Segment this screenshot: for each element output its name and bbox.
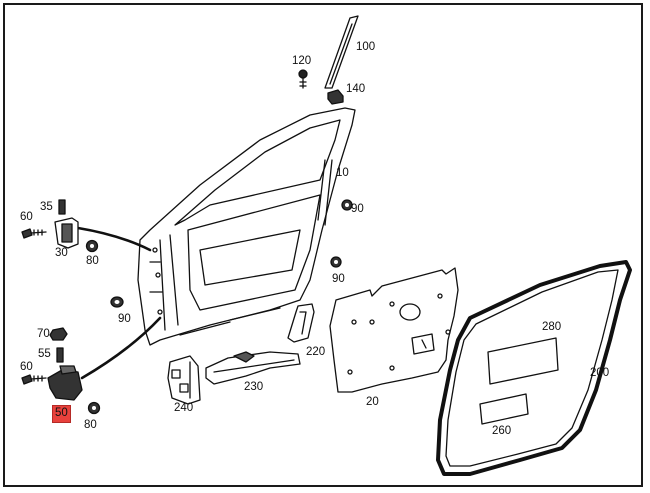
callout-30[interactable]: 30 <box>55 247 68 259</box>
callout-50-highlighted[interactable]: 50 <box>52 405 71 423</box>
callout-10[interactable]: 10 <box>336 167 349 179</box>
callout-90-b[interactable]: 90 <box>332 273 345 285</box>
part-240-bracket[interactable] <box>167 355 201 405</box>
part-80-nut-lower[interactable] <box>87 401 101 415</box>
part-10-door-shell[interactable] <box>137 107 356 346</box>
callout-280[interactable]: 280 <box>542 321 562 333</box>
part-60-bolt-upper[interactable] <box>21 228 47 239</box>
hinge-leader-lines <box>76 226 162 380</box>
part-90-grommet-c[interactable] <box>110 296 124 308</box>
callout-60-lower[interactable]: 60 <box>20 361 33 373</box>
callout-100[interactable]: 100 <box>356 41 376 53</box>
callout-90-a[interactable]: 90 <box>351 203 364 215</box>
part-230-rail[interactable] <box>205 351 301 385</box>
callout-120[interactable]: 120 <box>292 55 312 67</box>
callout-140[interactable]: 140 <box>346 83 366 95</box>
part-90-grommet-b[interactable] <box>330 256 342 268</box>
part-60-bolt-lower[interactable] <box>21 374 47 385</box>
callout-70[interactable]: 70 <box>37 328 50 340</box>
callout-90-c[interactable]: 90 <box>118 313 131 325</box>
part-55-pin[interactable] <box>56 347 64 363</box>
part-140-clip[interactable] <box>327 89 344 105</box>
callout-220[interactable]: 220 <box>306 346 326 358</box>
part-50-lower-hinge[interactable] <box>47 365 83 401</box>
part-80-nut-upper[interactable] <box>85 239 99 253</box>
callout-230[interactable]: 230 <box>244 381 264 393</box>
callout-55[interactable]: 55 <box>38 348 51 360</box>
part-90-grommet-a[interactable] <box>341 199 353 211</box>
callout-80-lower[interactable]: 80 <box>84 419 97 431</box>
part-280-sound-pad[interactable] <box>487 337 559 385</box>
diagram-border <box>3 3 643 487</box>
callout-240[interactable]: 240 <box>174 402 194 414</box>
part-260-pad[interactable] <box>479 393 529 425</box>
part-30-upper-hinge[interactable] <box>54 217 79 249</box>
part-70-nut[interactable] <box>49 327 68 341</box>
callout-200[interactable]: 200 <box>590 367 610 379</box>
part-20-inner-panel[interactable] <box>329 267 459 393</box>
callout-60-upper[interactable]: 60 <box>20 211 33 223</box>
part-100-window-trim[interactable] <box>324 15 359 89</box>
callout-35[interactable]: 35 <box>40 201 53 213</box>
callout-260[interactable]: 260 <box>492 425 512 437</box>
part-120-screw[interactable] <box>298 69 308 89</box>
callout-80-upper[interactable]: 80 <box>86 255 99 267</box>
part-35-hinge-pin[interactable] <box>58 199 66 215</box>
callout-20[interactable]: 20 <box>366 396 379 408</box>
part-220-bracket[interactable] <box>287 303 315 343</box>
